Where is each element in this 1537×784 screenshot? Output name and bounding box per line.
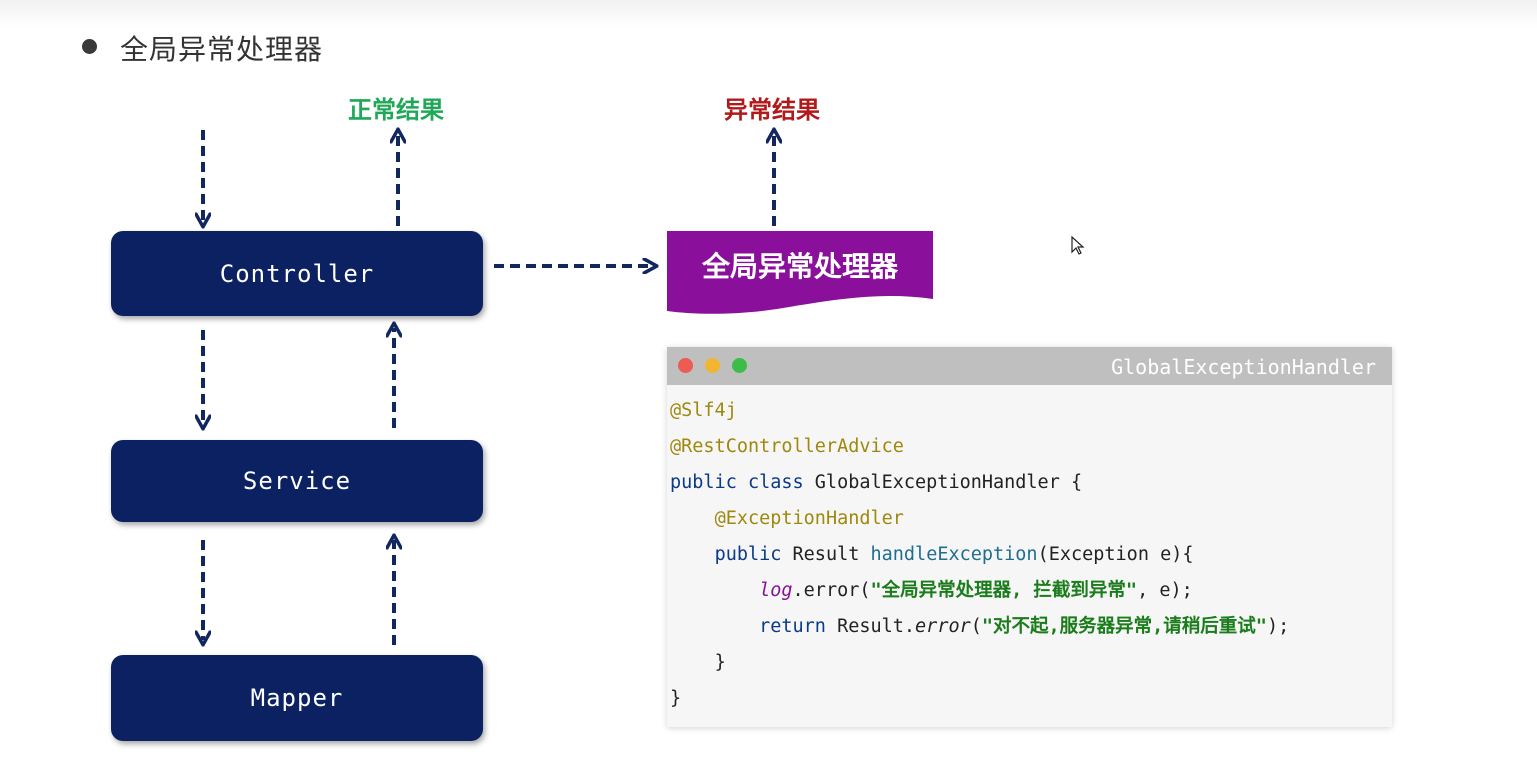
handler-banner-shape (667, 231, 933, 314)
code-line-5: public Result handleException(Exception … (714, 544, 1194, 565)
arrow-pointer-icon (1071, 236, 1085, 255)
code-line-7: return Result.error("对不起,服务器异常,请稍后重试"); (759, 616, 1290, 637)
top-band (0, 0, 1537, 28)
close-dot-icon (678, 358, 693, 373)
code-line-8: } (714, 652, 726, 673)
maximize-dot-icon (732, 358, 747, 373)
code-line-4: @ExceptionHandler (714, 508, 904, 529)
handler-banner-text: 全局异常处理器 (701, 250, 898, 283)
service-box: Service (111, 440, 483, 522)
code-window: GlobalExceptionHandler @Slf4j @RestContr… (667, 347, 1392, 727)
code-line-9: } (670, 688, 682, 709)
code-line-2: @RestControllerAdvice (670, 436, 904, 457)
code-line-3: public class GlobalExceptionHandler { (670, 472, 1083, 493)
bullet-dot (82, 39, 97, 54)
code-window-title: GlobalExceptionHandler (1111, 355, 1376, 379)
code-block: @Slf4j @RestControllerAdvice public clas… (670, 395, 1289, 719)
minimize-dot-icon (705, 358, 720, 373)
normal-result-label: 正常结果 (348, 96, 444, 124)
mapper-box: Mapper (111, 655, 483, 741)
controller-box: Controller (111, 231, 483, 316)
code-line-1: @Slf4j (670, 400, 737, 421)
code-window-titlebar: GlobalExceptionHandler (667, 347, 1392, 385)
page-title: 全局异常处理器 (120, 33, 324, 66)
exception-result-label: 异常结果 (724, 96, 820, 124)
code-line-6: log.error("全局异常处理器, 拦截到异常", e); (759, 580, 1193, 601)
